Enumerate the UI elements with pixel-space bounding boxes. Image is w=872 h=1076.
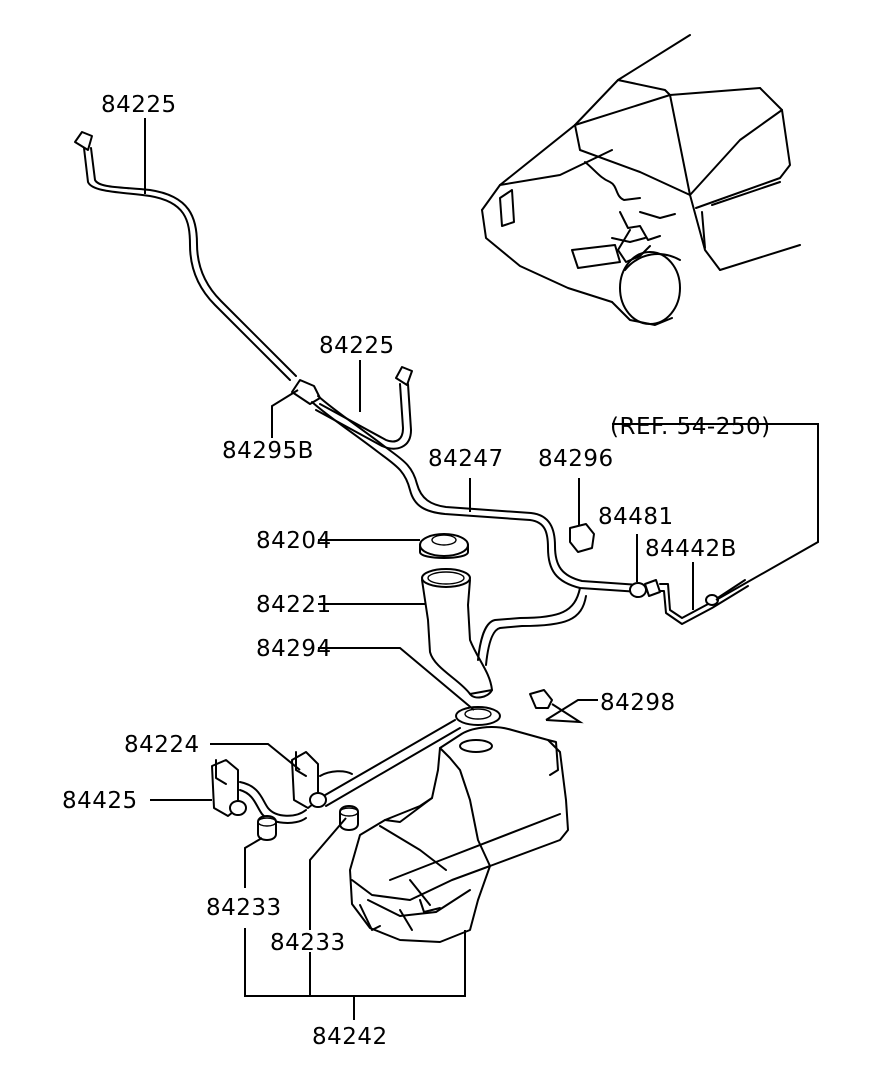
- short-washer-hose: [315, 366, 413, 450]
- label-pump-front: 84224: [124, 732, 200, 758]
- label-tank-assembly: 84242: [312, 1024, 388, 1050]
- callout-labels: 84225 84225 84295B 84247 84296 (REF. 54-…: [62, 92, 771, 1050]
- filler-cap: [419, 533, 469, 559]
- vehicle-locator-drawing: [481, 34, 801, 326]
- label-filler-neck: 84221: [256, 592, 332, 618]
- washer-pump-rear: [211, 759, 247, 817]
- leader-lines: [144, 118, 819, 1020]
- label-joint: 84295B: [222, 438, 314, 464]
- label-grommet: 84294: [256, 636, 332, 662]
- pump-grommet-a: [257, 815, 277, 841]
- label-cap: 84204: [256, 528, 332, 554]
- hose-clamp: [629, 582, 647, 598]
- connector-hose: [644, 579, 749, 625]
- label-main-hose: 84247: [428, 446, 504, 472]
- label-reference-note: (REF. 54-250): [610, 414, 771, 440]
- hose-joint: [291, 379, 321, 405]
- neck-grommet: [455, 706, 501, 726]
- pump-hoses: [239, 719, 461, 824]
- label-pump-rear: 84425: [62, 788, 138, 814]
- hose-clip: [569, 523, 595, 553]
- label-clip: 84296: [538, 446, 614, 472]
- label-level-switch: 84298: [600, 690, 676, 716]
- label-grommet-a: 84233: [206, 895, 282, 921]
- label-clamp: 84481: [598, 504, 674, 530]
- label-connector-hose: 84442B: [645, 536, 737, 562]
- washer-pump-front: [291, 751, 327, 809]
- pump-grommet-b: [339, 805, 359, 831]
- main-washer-hose: [311, 395, 641, 666]
- upper-washer-hose: [74, 131, 297, 381]
- level-switch: [529, 689, 553, 709]
- filler-neck: [421, 568, 493, 699]
- label-grommet-b: 84233: [270, 930, 346, 956]
- washer-tank: [349, 726, 569, 943]
- label-upper-hose: 84225: [101, 92, 177, 118]
- label-short-hose: 84225: [319, 333, 395, 359]
